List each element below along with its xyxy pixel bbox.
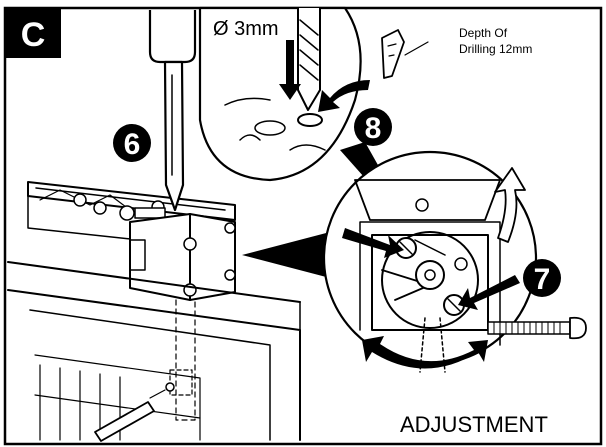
panel-label: C — [21, 16, 46, 54]
screw-arrow-upper — [342, 228, 404, 258]
rotation-arrow-up — [494, 167, 526, 243]
step-8-badge: 8 — [354, 108, 392, 146]
drill-size-label: Ø 3mm — [213, 18, 279, 40]
step-8-label: 8 — [365, 112, 382, 145]
depth-label-line1: Depth Of — [459, 26, 508, 40]
screw-arrow-lower — [458, 275, 520, 310]
adjustment-detail-circle — [322, 150, 538, 373]
door-leaf — [7, 261, 301, 441]
step-6-badge: 6 — [113, 124, 151, 162]
adjustment-label: ADJUSTMENT — [400, 412, 548, 437]
step-7-badge: 7 — [523, 259, 561, 297]
screwdriver-icon — [148, 10, 197, 212]
adjust-rotation-arrow — [362, 336, 488, 369]
closer-body — [129, 213, 236, 301]
step-6-label: 6 — [124, 128, 141, 161]
drill-down-arrow — [279, 40, 301, 100]
wall-plug-icon — [381, 29, 429, 79]
panel-badge: C — [5, 8, 61, 58]
step-7-label: 7 — [534, 263, 551, 296]
insert-arrow — [318, 80, 370, 112]
screw-icon — [487, 316, 587, 340]
wall-plug-bottom — [94, 382, 175, 442]
depth-label-line2: Drilling 12mm — [459, 42, 532, 56]
magnify-pointer — [242, 232, 330, 278]
drill-bit-icon — [297, 8, 321, 111]
top-rail — [27, 181, 236, 241]
